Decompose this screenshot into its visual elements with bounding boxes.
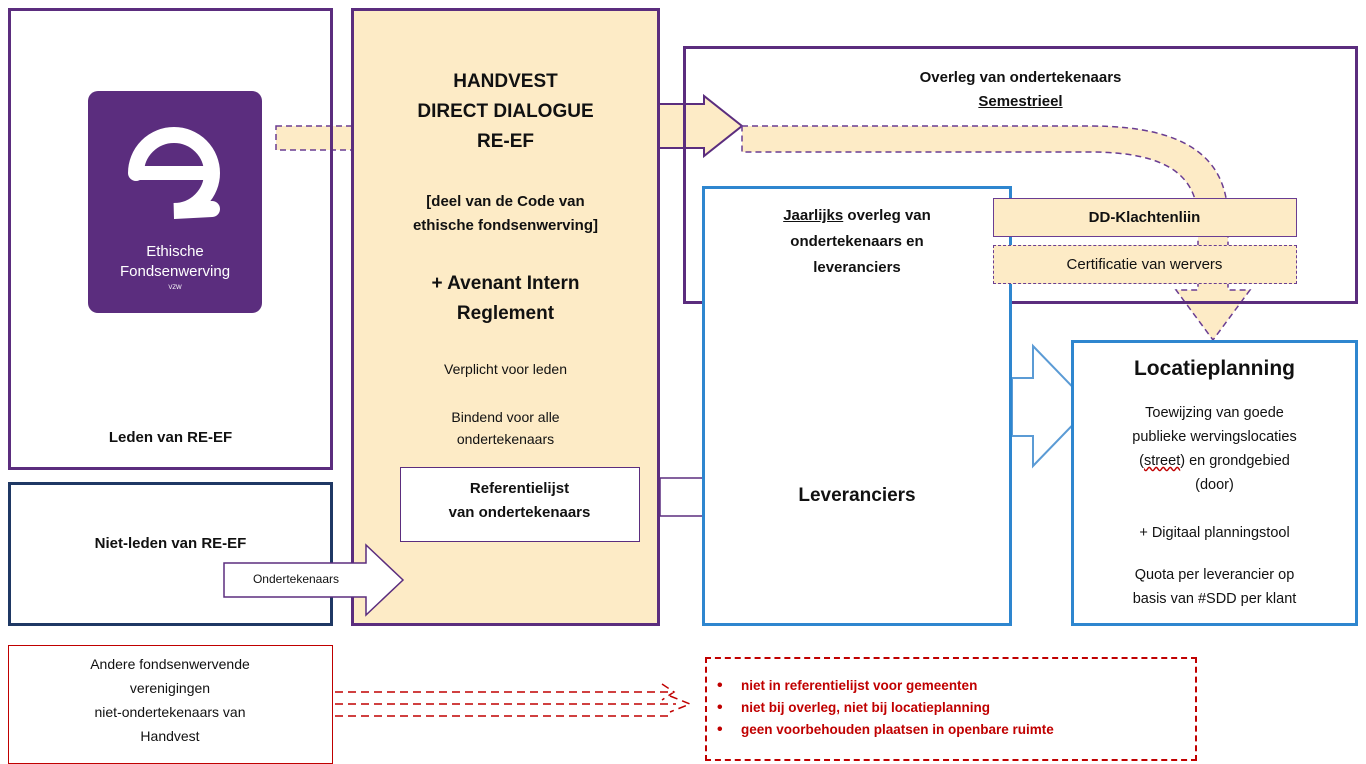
niet-leden-box: Niet-leden van RE-EF [8, 482, 333, 626]
consequence-item: geen voorbehouden plaatsen in openbare r… [707, 719, 1195, 741]
locatie-p1-line-4: (door) [1195, 477, 1234, 493]
andere-line-1: Andere fondsenwervende [90, 656, 250, 672]
andere-verenigingen-box: Andere fondsenwervende verenigingen niet… [8, 645, 333, 764]
bindend-line-2: ondertekenaars [456, 431, 555, 447]
avenant-line-2: Reglement [456, 303, 555, 324]
ondertekenaars-arrow [223, 543, 405, 617]
andere-line-4: Handvest [140, 728, 200, 744]
overleg-title: Overleg van ondertekenaars [919, 69, 1122, 86]
jaarlijks-underlined: Jaarlijks [783, 207, 844, 224]
jaarlijks-line-2: ondertekenaars en [790, 233, 924, 250]
leveranciers-label: Leveranciers [798, 485, 916, 506]
referentielijst-box: Referentielijst van ondertekenaars [400, 467, 640, 542]
handvest-title-3: RE-EF [477, 131, 534, 152]
referentie-line-1: Referentielijst [469, 480, 570, 497]
dashed-red-arrow-2 [335, 695, 693, 717]
locatie-p1-line-3: (street) en grondgebied [1074, 453, 1355, 469]
consequence-item: niet bij overleg, niet bij locatieplanni… [707, 697, 1195, 719]
certificatie-label: Certificatie van wervers [1066, 256, 1223, 273]
handvest-subtitle-2: ethische fondsenwerving] [412, 217, 599, 234]
consequence-item: niet in referentielijst voor gemeenten [707, 675, 1195, 697]
paren-open: ( [1139, 453, 1144, 469]
handvest-title-1: HANDVEST [453, 71, 558, 92]
dashed-red-arrow-1 [335, 683, 676, 701]
consequences-list: niet in referentielijst voor gemeenten n… [707, 675, 1195, 741]
grondgebied-text: ) en grondgebied [1180, 453, 1290, 469]
locatie-p2: + Digitaal planningstool [1139, 525, 1290, 541]
jaarlijks-line-1: Jaarlijks overleg van [705, 207, 1009, 224]
niet-leden-label: Niet-leden van RE-EF [94, 535, 247, 552]
street-word: street [1143, 453, 1181, 469]
locatie-p1-line-1: Toewijzing van goede [1145, 405, 1284, 421]
locatieplanning-box: Locatieplanning Toewijzing van goede pub… [1071, 340, 1358, 626]
referentie-line-2: van ondertekenaars [448, 504, 591, 521]
jaarlijks-line-3: leveranciers [813, 259, 901, 276]
euro-e-icon [128, 127, 220, 219]
handvest-subtitle-1: [deel van de Code van [426, 193, 585, 210]
bindend-line-1: Bindend voor alle [451, 409, 560, 425]
handvest-box: HANDVEST DIRECT DIALOGUE RE-EF [deel van… [351, 8, 660, 626]
logo-line-2: Fondsenwerving [119, 263, 231, 280]
ethische-fondsenwerving-logo: Ethische Fondsenwerving VZW [88, 91, 262, 313]
dashed-connector-leden [275, 125, 355, 151]
consequences-box: niet in referentielijst voor gemeenten n… [705, 657, 1197, 761]
locatie-title: Locatieplanning [1133, 357, 1295, 380]
logo-line-3: VZW [168, 285, 182, 291]
overleg-frequency: Semestrieel [978, 93, 1063, 110]
dashed-curve-band [741, 125, 1252, 342]
overleg-box: Overleg van ondertekenaars Semestrieel [683, 46, 1358, 304]
logo-line-1: Ethische [146, 243, 204, 260]
klachtenlijn-label: DD-Klachtenliin [1088, 209, 1201, 226]
locatie-p3-line-2: basis van #SDD per klant [1132, 591, 1297, 607]
andere-line-3: niet-ondertekenaars van [94, 704, 246, 720]
leden-box: Ethische Fondsenwerving VZW Leden van RE… [8, 8, 333, 470]
arrow-leveranciers-to-locatie [1011, 343, 1093, 469]
verplicht-text: Verplicht voor leden [444, 361, 567, 377]
leden-label: Leden van RE-EF [108, 429, 233, 446]
andere-line-2: verenigingen [129, 680, 211, 696]
arrow-handvest-to-overleg [656, 93, 744, 159]
locatie-p1-line-2: publieke wervingslocaties [1132, 429, 1297, 445]
handvest-title-2: DIRECT DIALOGUE [417, 101, 594, 122]
certificatie-box: Certificatie van wervers [993, 245, 1297, 284]
klachtenlijn-box: DD-Klachtenliin [993, 198, 1297, 237]
jaarlijks-line-1-rest: overleg van [843, 207, 931, 224]
avenant-line-1: + Avenant Intern [431, 273, 580, 294]
leveranciers-box: Jaarlijks overleg van ondertekenaars en … [702, 186, 1012, 626]
ondertekenaars-arrow-label: Ondertekenaars [252, 572, 340, 586]
locatie-p3-line-1: Quota per leverancier op [1134, 567, 1295, 583]
